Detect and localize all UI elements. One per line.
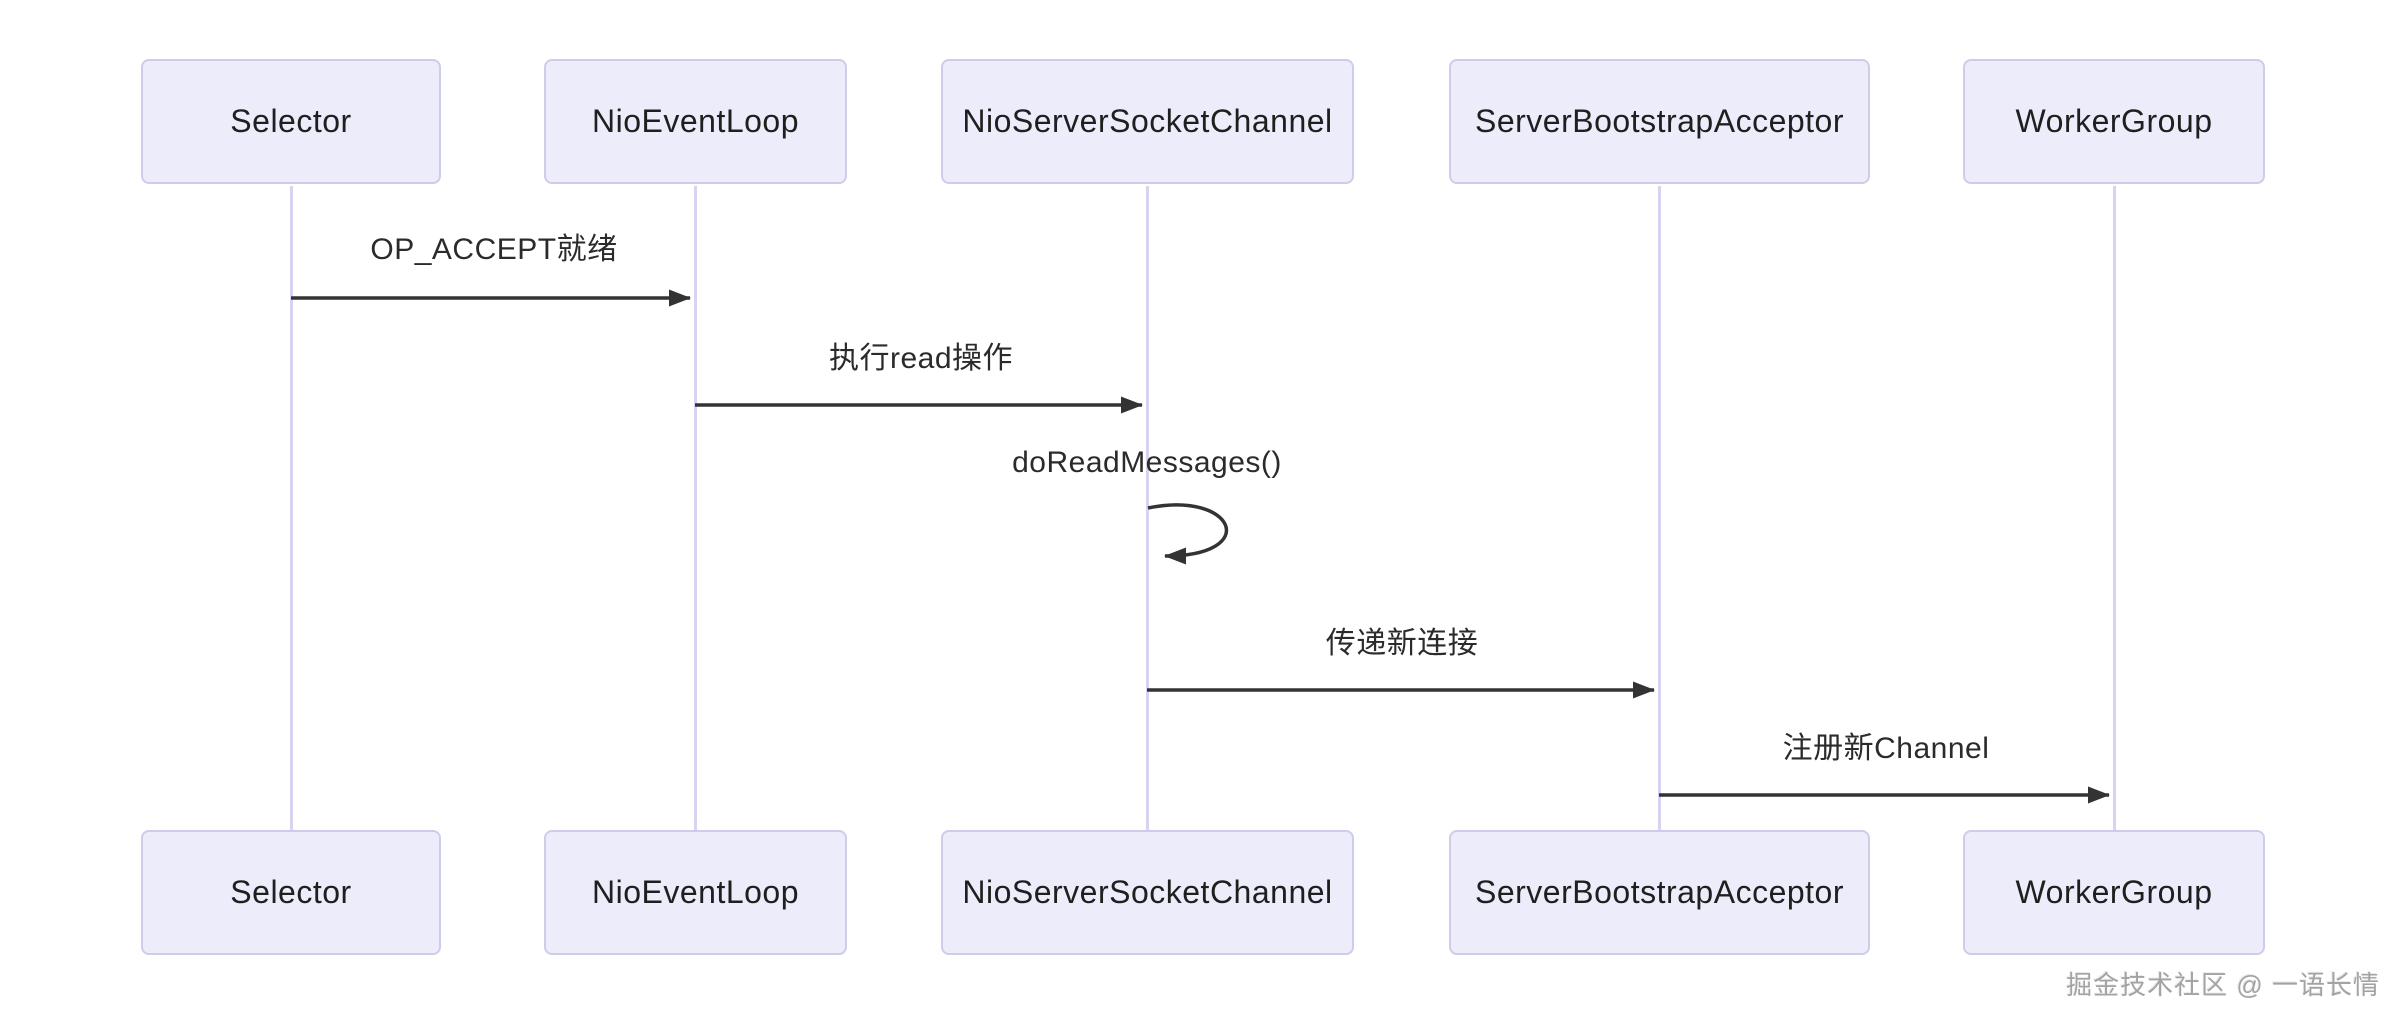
participant-top-workergroup: WorkerGroup	[1963, 59, 2265, 184]
participant-top-serverbootstrapacceptor: ServerBootstrapAcceptor	[1449, 59, 1870, 184]
participant-bottom-nioserversocketchannel: NioServerSocketChannel	[941, 830, 1354, 955]
message-label-op-accept: OP_ACCEPT就绪	[370, 233, 618, 266]
watermark: 掘金技术社区 @ 一语长情	[2066, 970, 2380, 1000]
participant-bottom-serverbootstrapacceptor: ServerBootstrapAcceptor	[1449, 830, 1870, 955]
participant-top-nioserversocketchannel: NioServerSocketChannel	[941, 59, 1354, 184]
message-label-new-connection: 传递新连接	[1325, 627, 1479, 660]
message-label-read: 执行read操作	[828, 342, 1014, 375]
lifeline-workergroup	[2113, 186, 2116, 832]
lifeline-nioeventloop	[694, 186, 697, 832]
participant-top-nioeventloop: NioEventLoop	[544, 59, 847, 184]
participant-bottom-selector: Selector	[141, 830, 441, 955]
message-label-register-channel: 注册新Channel	[1782, 732, 1990, 765]
lifeline-nioserversocketchannel	[1146, 186, 1149, 832]
participant-bottom-workergroup: WorkerGroup	[1963, 830, 2265, 955]
message-label-doreadmessages: doReadMessages()	[1012, 446, 1282, 479]
message-self-loop-doreadmessages	[1147, 503, 1228, 565]
participant-bottom-nioeventloop: NioEventLoop	[544, 830, 847, 955]
participant-top-selector: Selector	[141, 59, 441, 184]
lifeline-selector	[290, 186, 293, 832]
lifeline-serverbootstrapacceptor	[1658, 186, 1661, 832]
